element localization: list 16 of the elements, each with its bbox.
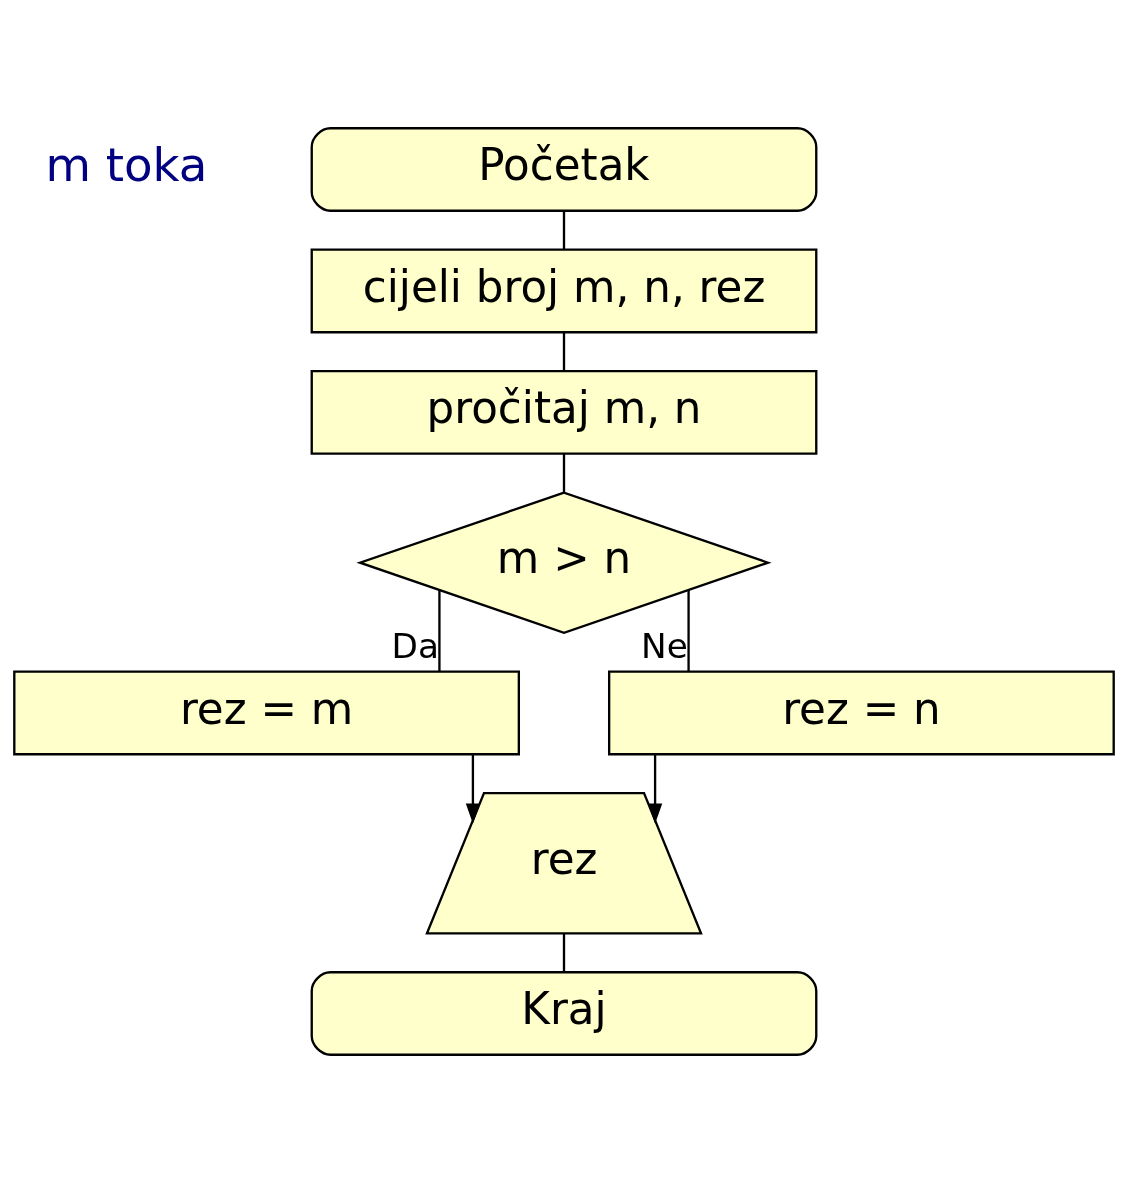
connector [562, 933, 566, 972]
connector [438, 589, 441, 671]
node-box: Kraj [310, 970, 818, 1056]
label: m toka [45, 137, 208, 192]
connector [562, 332, 566, 371]
arrow [648, 753, 663, 824]
node-box: rez = n [608, 670, 1115, 755]
node-box: pročitaj m, n [310, 369, 818, 455]
connector [562, 210, 566, 249]
connector [687, 589, 690, 671]
node-box: rez = m [13, 670, 520, 755]
node-box: cijeli broj m, n, rez [310, 248, 818, 333]
arrow [465, 753, 480, 824]
node-box: Početak [310, 126, 818, 212]
connector [562, 453, 566, 492]
node-diamond: m > n [356, 490, 772, 634]
